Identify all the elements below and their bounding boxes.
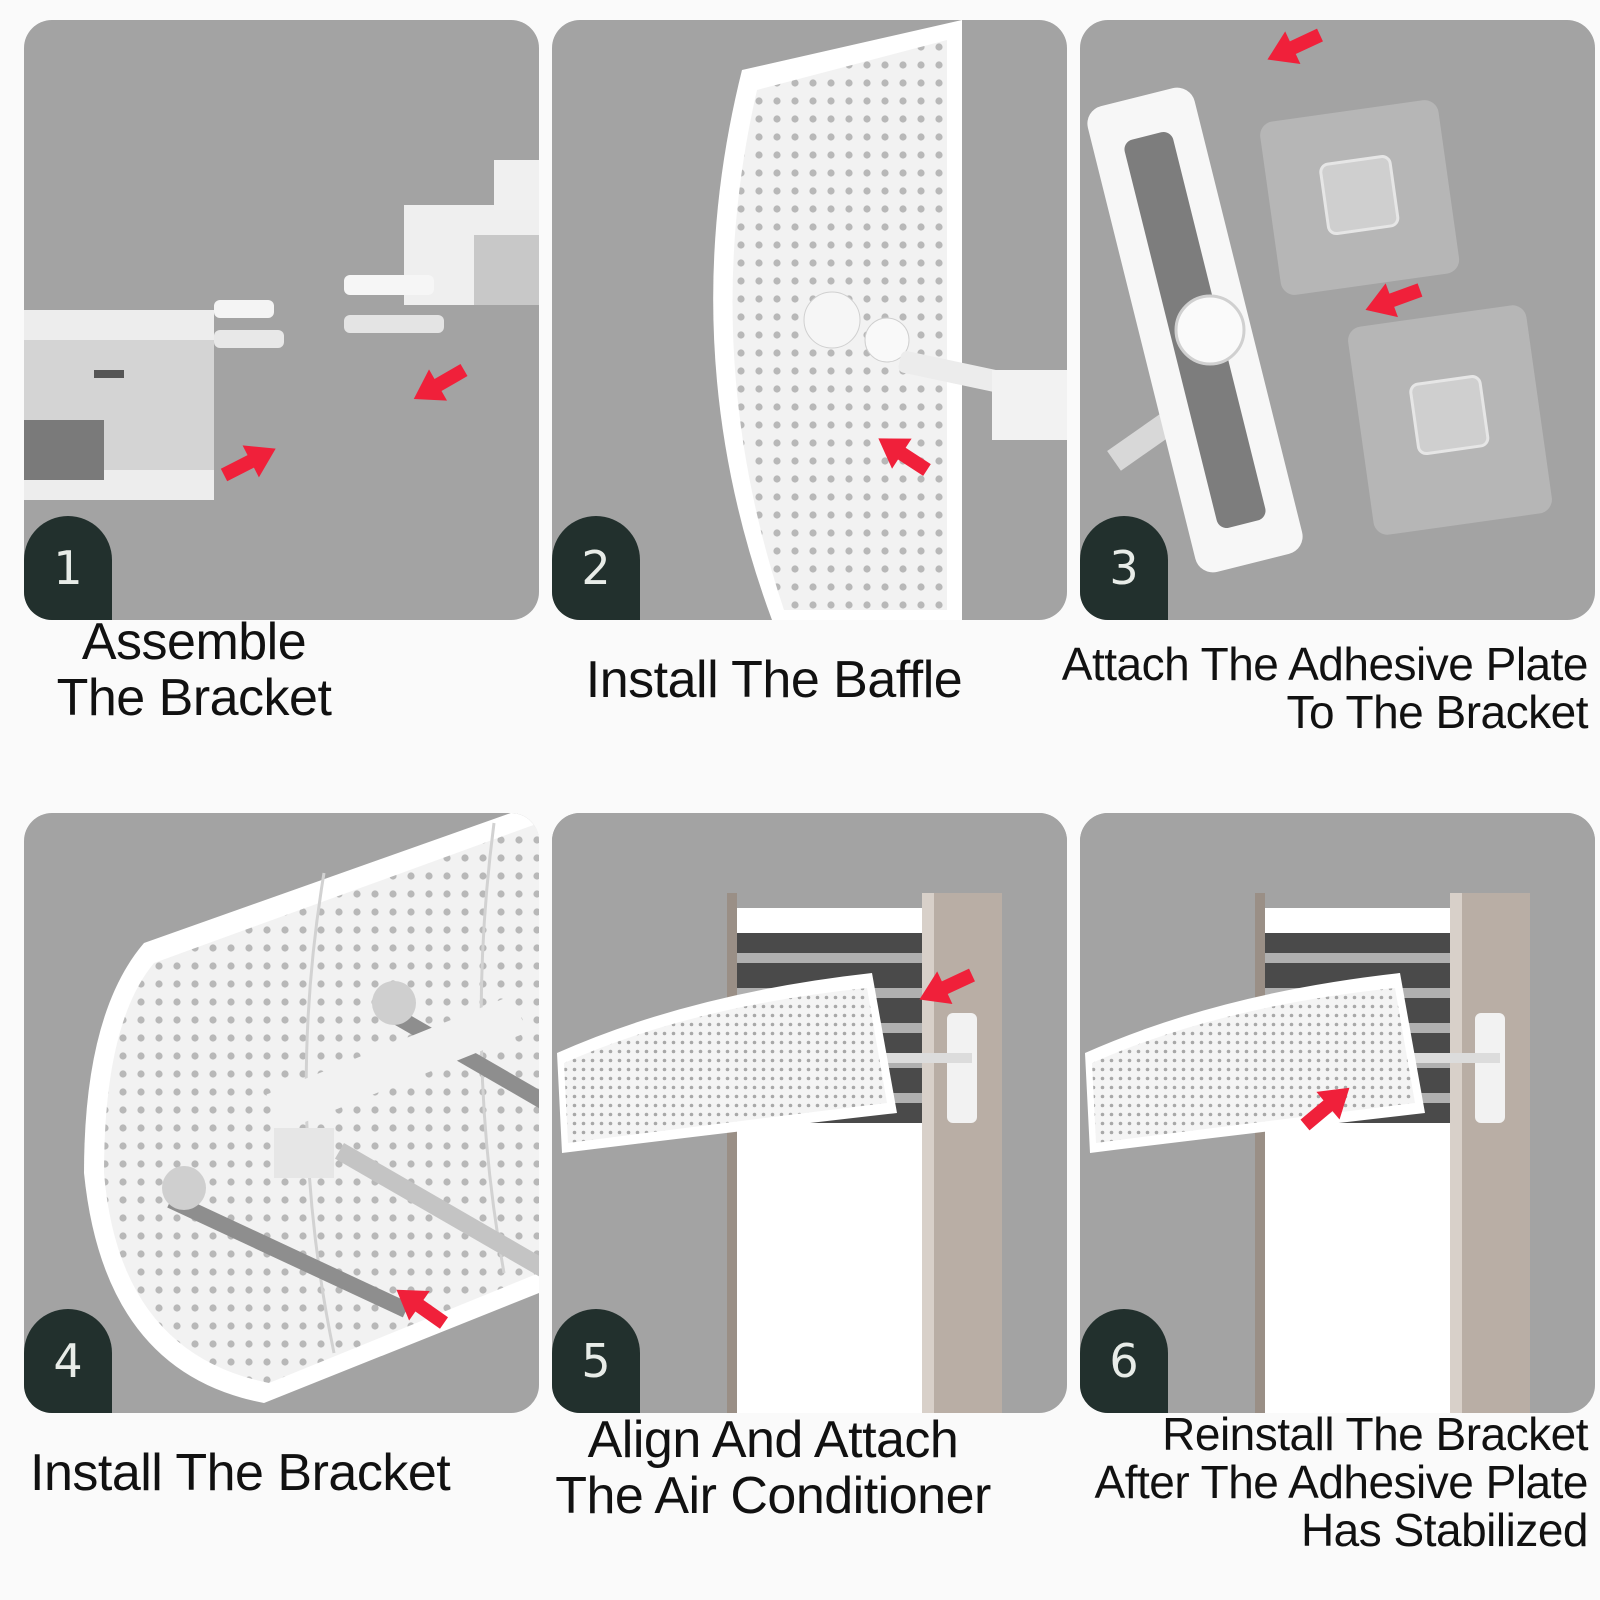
step-2-panel: 2: [552, 20, 1067, 620]
step-3-panel: 3: [1080, 20, 1595, 620]
step-1-panel: 1: [24, 20, 539, 620]
step-number-badge: 4: [24, 1309, 112, 1413]
step-5-panel: 5: [552, 813, 1067, 1413]
air-conditioner-attach-illustration: [552, 813, 1067, 1413]
bracket-install-illustration: [84, 813, 539, 1403]
step-6-panel: 6: [1080, 813, 1595, 1413]
adhesive-plate-illustration: [1087, 20, 1552, 573]
step-6-caption: Reinstall The Bracket After The Adhesive…: [1094, 1408, 1589, 1556]
bracket-reinstall-illustration: [1080, 813, 1595, 1413]
arrow-icon: [215, 432, 284, 492]
arrow-icon: [1259, 20, 1328, 76]
arrow-icon: [404, 354, 473, 415]
step-1-caption: Assemble The Bracket: [56, 613, 332, 727]
step-4-caption: Install The Bracket: [30, 1444, 451, 1502]
step-number-badge: 6: [1080, 1309, 1168, 1413]
step-2-caption: Install The Baffle: [585, 651, 963, 709]
baffle-install-illustration: [713, 20, 1067, 620]
bracket-assembly-illustration: [24, 160, 539, 500]
step-3-caption: Attach The Adhesive Plate To The Bracket: [1061, 638, 1589, 738]
step-5-caption: Align And Attach The Air Conditioner: [555, 1411, 991, 1525]
step-number-badge: 1: [24, 516, 112, 620]
step-number-badge: 5: [552, 1309, 640, 1413]
step-4-panel: 4: [24, 813, 539, 1413]
step-number-badge: 3: [1080, 516, 1168, 620]
step-number-badge: 2: [552, 516, 640, 620]
